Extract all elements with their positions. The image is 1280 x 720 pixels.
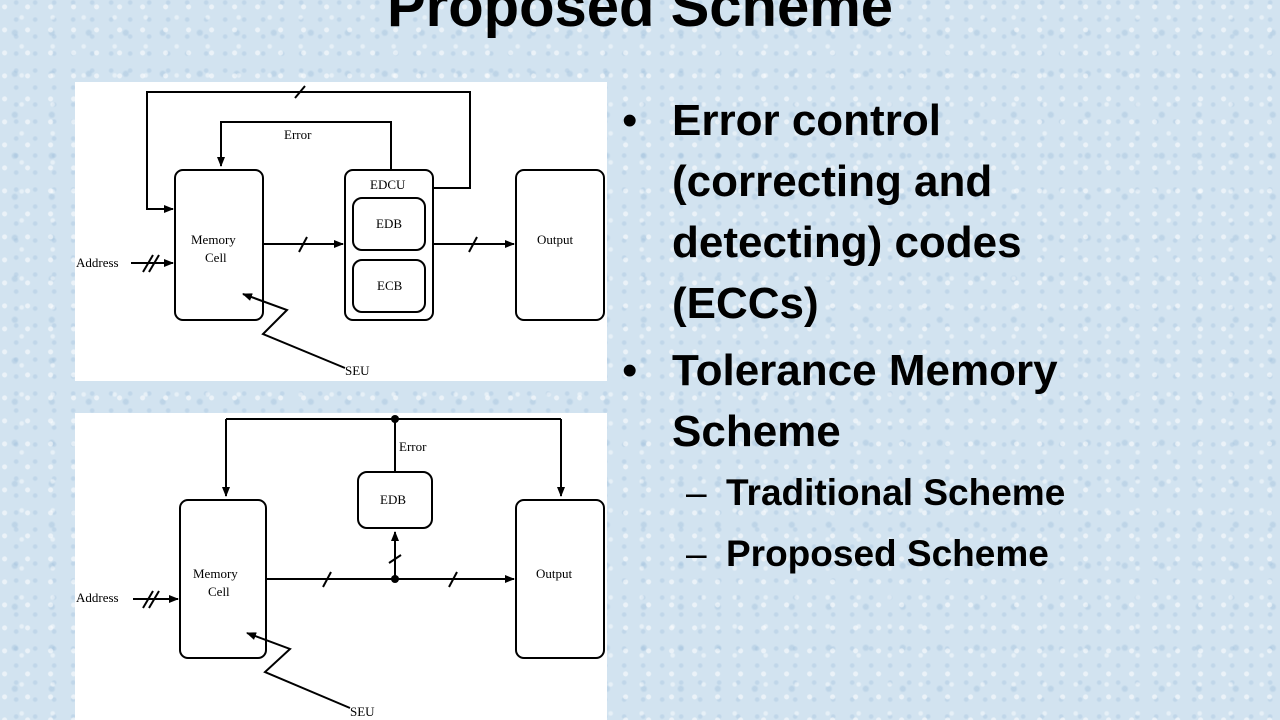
bullet-tolerance: • Tolerance Memory Scheme	[620, 340, 1260, 462]
ecb-block	[352, 259, 426, 313]
sub-item-traditional-text: Traditional Scheme	[726, 472, 1066, 513]
output-label: Output	[537, 232, 574, 247]
bullet-ecc-line4: (ECCs)	[672, 279, 819, 328]
output-block	[515, 499, 605, 659]
slide-title: Proposed Scheme	[386, 0, 894, 39]
memory-cell-label-line1: Memory	[193, 566, 238, 581]
bullet-tolerance-line2: Scheme	[672, 407, 841, 456]
output-label: Output	[536, 566, 573, 581]
bullet-ecc: • Error control (correcting and detectin…	[620, 90, 1260, 334]
bus-junction-top	[391, 415, 399, 423]
sub-item-dash: –	[686, 533, 707, 574]
address-label: Address	[76, 590, 119, 605]
sub-item-proposed-text: Proposed Scheme	[726, 533, 1049, 574]
edb-label: EDB	[380, 492, 406, 507]
seu-label: SEU	[345, 363, 370, 378]
bullet-ecc-line1: Error control	[672, 96, 941, 145]
feedback-slash	[294, 85, 306, 99]
ecb-label: ECB	[377, 278, 403, 293]
proposed-scheme-diagram: Error EDB Memory Cell Output Address SEU	[75, 413, 607, 720]
edcu-label: EDCU	[370, 177, 406, 192]
bullet-list: • Error control (correcting and detectin…	[620, 90, 1260, 584]
sub-item-dash: –	[686, 472, 707, 513]
error-label: Error	[399, 439, 427, 454]
feedback-loop-line	[146, 91, 471, 213]
output-block	[515, 169, 605, 321]
memory-cell-label-line1: Memory	[191, 232, 236, 247]
sub-item-traditional: – Traditional Scheme	[686, 462, 1260, 523]
address-label: Address	[76, 255, 119, 270]
traditional-scheme-diagram: Error EDCU Memory Cell EDB ECB Output Ad…	[75, 82, 607, 381]
edb-label: EDB	[376, 216, 402, 231]
memory-cell-label-line2: Cell	[208, 584, 230, 599]
seu-strike	[246, 632, 351, 709]
edcu-block	[344, 169, 434, 321]
bullet-ecc-line2: (correcting and	[672, 157, 993, 206]
error-line	[217, 121, 392, 170]
error-label: Error	[284, 127, 312, 142]
bus-junction-data	[391, 575, 399, 583]
bullet-tolerance-line1: Tolerance Memory	[672, 346, 1058, 395]
bullet-ecc-line3: detecting) codes	[672, 218, 1022, 267]
edb-block	[352, 197, 426, 251]
bullet-marker: •	[622, 96, 638, 145]
sub-item-proposed: – Proposed Scheme	[686, 523, 1260, 584]
bullet-marker: •	[622, 346, 638, 395]
seu-label: SEU	[350, 704, 375, 719]
seu-strike	[242, 293, 346, 369]
memory-cell-label-line2: Cell	[205, 250, 227, 265]
